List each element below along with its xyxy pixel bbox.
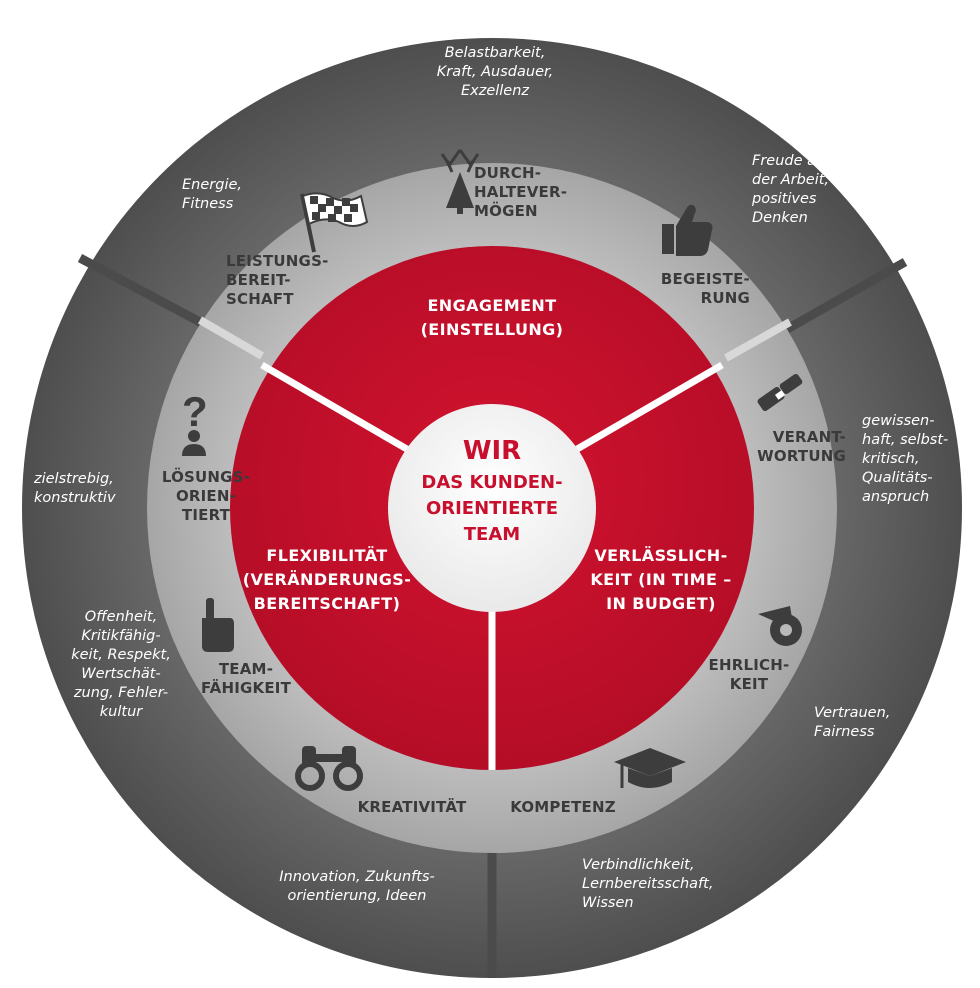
- segment-verlaesslichkeit: VERLÄSSLICH- KEIT (IN TIME – IN BUDGET): [590, 546, 732, 613]
- center-circle: [388, 404, 596, 612]
- thumbs-up-icon: [662, 204, 713, 256]
- red-divider-left: [260, 361, 414, 456]
- outer-divider-left: [77, 254, 218, 334]
- checkered-flag-icon: [300, 192, 369, 253]
- svg-text:?: ?: [182, 388, 208, 435]
- note-verbindlich: Verbindlichkeit, Lernbereitsschaft, Wiss…: [582, 857, 714, 911]
- graduation-cap-icon: [614, 748, 686, 788]
- note-energie: Energie, Fitness: [182, 177, 242, 212]
- question-person-icon: ?: [182, 388, 208, 456]
- label-leistungsbereitschaft: LEISTUNGS- BEREIT- SCHAFT: [226, 252, 329, 308]
- note-gewissen: gewissen- haft, selbst- kritisch, Qualit…: [862, 413, 949, 505]
- label-kompetenz: KOMPETENZ: [510, 798, 616, 816]
- laurel-tree-icon: [440, 149, 480, 214]
- note-top: Belastbarkeit, Kraft, Ausdauer, Exzellen…: [436, 45, 554, 99]
- label-kreativitaet: KREATIVITÄT: [357, 798, 467, 816]
- center-title: WIR: [462, 436, 522, 466]
- middle-divider-left: [197, 316, 265, 360]
- outer-divider-right: [772, 258, 908, 340]
- center-subtitle: DAS KUNDEN- ORIENTIERTE TEAM: [421, 472, 563, 545]
- note-zielstrebig: zielstrebig, konstruktiv: [34, 471, 116, 506]
- segment-engagement: ENGAGEMENT (EINSTELLUNG): [420, 296, 564, 339]
- segment-flexibilitaet: FLEXIBILITÄT (VERÄNDERUNGS- BEREITSCHAFT…: [242, 546, 412, 613]
- note-offenheit: Offenheit, Kritikfähig- keit, Respekt, W…: [71, 609, 171, 720]
- label-teamfaehigkeit: TEAM- FÄHIGKEIT: [200, 660, 292, 697]
- label-loesungsorientiert: LÖSUNGS- ORIEN- TIERT: [161, 468, 251, 524]
- note-innovation: Innovation, Zukunfts- orientierung, Idee…: [279, 869, 435, 904]
- note-freude: Freude an der Arbeit, positives Denken: [752, 153, 830, 226]
- red-divider-right: [570, 361, 724, 456]
- seatbelt-icon: [757, 373, 803, 412]
- label-durchhaltevermoegen: DURCH- HALTEVER- MÖGEN: [474, 164, 568, 220]
- label-begeisterung: BEGEISTE- RUNG: [660, 270, 750, 307]
- whistle-icon: [758, 606, 802, 646]
- label-verantwortung: VERANT- WORTUNG: [757, 428, 846, 465]
- label-ehrlichkeit: EHRLICH- KEIT: [708, 656, 790, 693]
- binoculars-icon: [295, 746, 363, 791]
- pointing-hand-icon: [202, 598, 234, 652]
- middle-divider-right: [724, 318, 792, 362]
- note-vertrauen: Vertrauen, Fairness: [814, 705, 891, 740]
